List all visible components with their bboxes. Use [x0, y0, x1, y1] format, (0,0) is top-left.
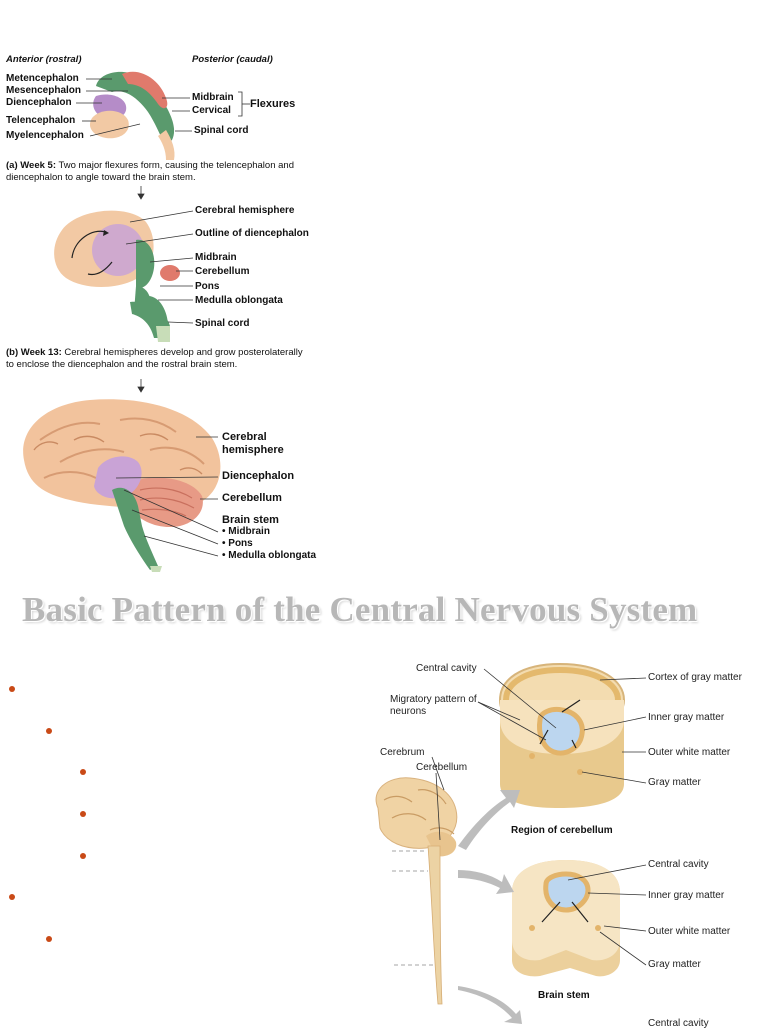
slide-title: Basic Pattern of the Central Nervous Sys…: [22, 590, 698, 629]
bullet-level3: [80, 811, 86, 817]
bullet-level1: [9, 686, 15, 692]
label-cerebellum-adult: Cerebellum: [222, 492, 282, 504]
label-brainstem-midbrain: • Midbrain: [222, 526, 270, 537]
brain-and-spinal-cord-drawing: [375, 777, 458, 1005]
bullet-level3: [80, 769, 86, 775]
label-outer-white-matter-brainstem: Outer white matter: [648, 926, 731, 937]
caption-week13-text: Cerebral hemispheres develop and grow po…: [6, 347, 303, 370]
label-cerebral-hemisphere-week13: Cerebral hemisphere: [195, 205, 295, 216]
cerebellum-cross-section: [498, 662, 626, 808]
label-myelencephalon: Myelencephalon: [6, 130, 84, 141]
label-migratory-pattern: Migratory pattern of neurons: [390, 694, 477, 717]
label-cerebellum-week13: Cerebellum: [195, 266, 250, 277]
label-region-of-cerebellum: Region of cerebellum: [511, 825, 613, 836]
label-midbrain-week13: Midbrain: [195, 252, 237, 263]
label-diencephalon-adult: Diencephalon: [222, 470, 295, 482]
label-brain-stem-region: Brain stem: [538, 990, 590, 1001]
label-cerebellum-whole: Cerebellum: [416, 762, 468, 773]
label-flexures: Flexures: [250, 98, 296, 110]
caption-week13: (b) Week 13: Cerebral hemispheres develo…: [6, 347, 306, 370]
label-brainstem-medulla: • Medulla oblongata: [222, 550, 317, 561]
bullet-level2: [46, 728, 52, 734]
label-brain-stem-adult: Brain stem: [222, 514, 279, 526]
label-mesencephalon: Mesencephalon: [6, 85, 82, 96]
caption-week13-title: (b) Week 13:: [6, 347, 62, 358]
bullet-level1: [9, 894, 15, 900]
label-brainstem-pons: • Pons: [222, 538, 253, 549]
label-inner-gray-matter-brainstem: Inner gray matter: [648, 890, 725, 901]
label-cervical: Cervical: [192, 105, 231, 116]
label-spinal-cord-week5: Spinal cord: [194, 125, 249, 136]
week13-brain-drawing: [54, 210, 180, 342]
caption-week5-title: (a) Week 5:: [6, 160, 56, 171]
label-cortex-gray-matter: Cortex of gray matter: [648, 672, 742, 683]
label-telencephalon: Telencephalon: [6, 115, 76, 126]
header-anterior: Anterior (rostral): [6, 54, 82, 65]
label-inner-gray-matter-cerebellum: Inner gray matter: [648, 712, 725, 723]
label-medulla-week13: Medulla oblongata: [195, 295, 283, 306]
label-gray-matter-cerebellum: Gray matter: [648, 777, 701, 788]
label-spinal-cord-week13: Spinal cord: [195, 318, 250, 329]
bullet-level3: [80, 853, 86, 859]
adult-brain-drawing: [23, 399, 221, 572]
label-diencephalon: Diencephalon: [6, 97, 72, 108]
label-cerebrum: Cerebrum: [380, 747, 425, 758]
caption-week5-text: Two major flexures form, causing the tel…: [6, 160, 294, 183]
label-central-cavity-cerebellum: Central cavity: [416, 663, 477, 674]
bullet-level2: [46, 936, 52, 942]
label-central-cavity-brainstem: Central cavity: [648, 859, 709, 870]
caption-week5: (a) Week 5: Two major flexures form, cau…: [6, 160, 346, 183]
label-midbrain-week5: Midbrain: [192, 92, 234, 103]
label-metencephalon: Metencephalon: [6, 73, 79, 84]
label-outline-diencephalon: Outline of diencephalon: [195, 228, 309, 239]
header-posterior: Posterior (caudal): [192, 54, 273, 65]
label-cerebral-hemisphere-adult: Cerebral hemisphere: [222, 431, 284, 456]
week5-brain-drawing: [89, 71, 175, 160]
brainstem-cross-section: [512, 860, 620, 977]
label-gray-matter-brainstem: Gray matter: [648, 959, 701, 970]
label-outer-white-matter-cerebellum: Outer white matter: [648, 747, 731, 758]
label-pons-week13: Pons: [195, 281, 220, 292]
